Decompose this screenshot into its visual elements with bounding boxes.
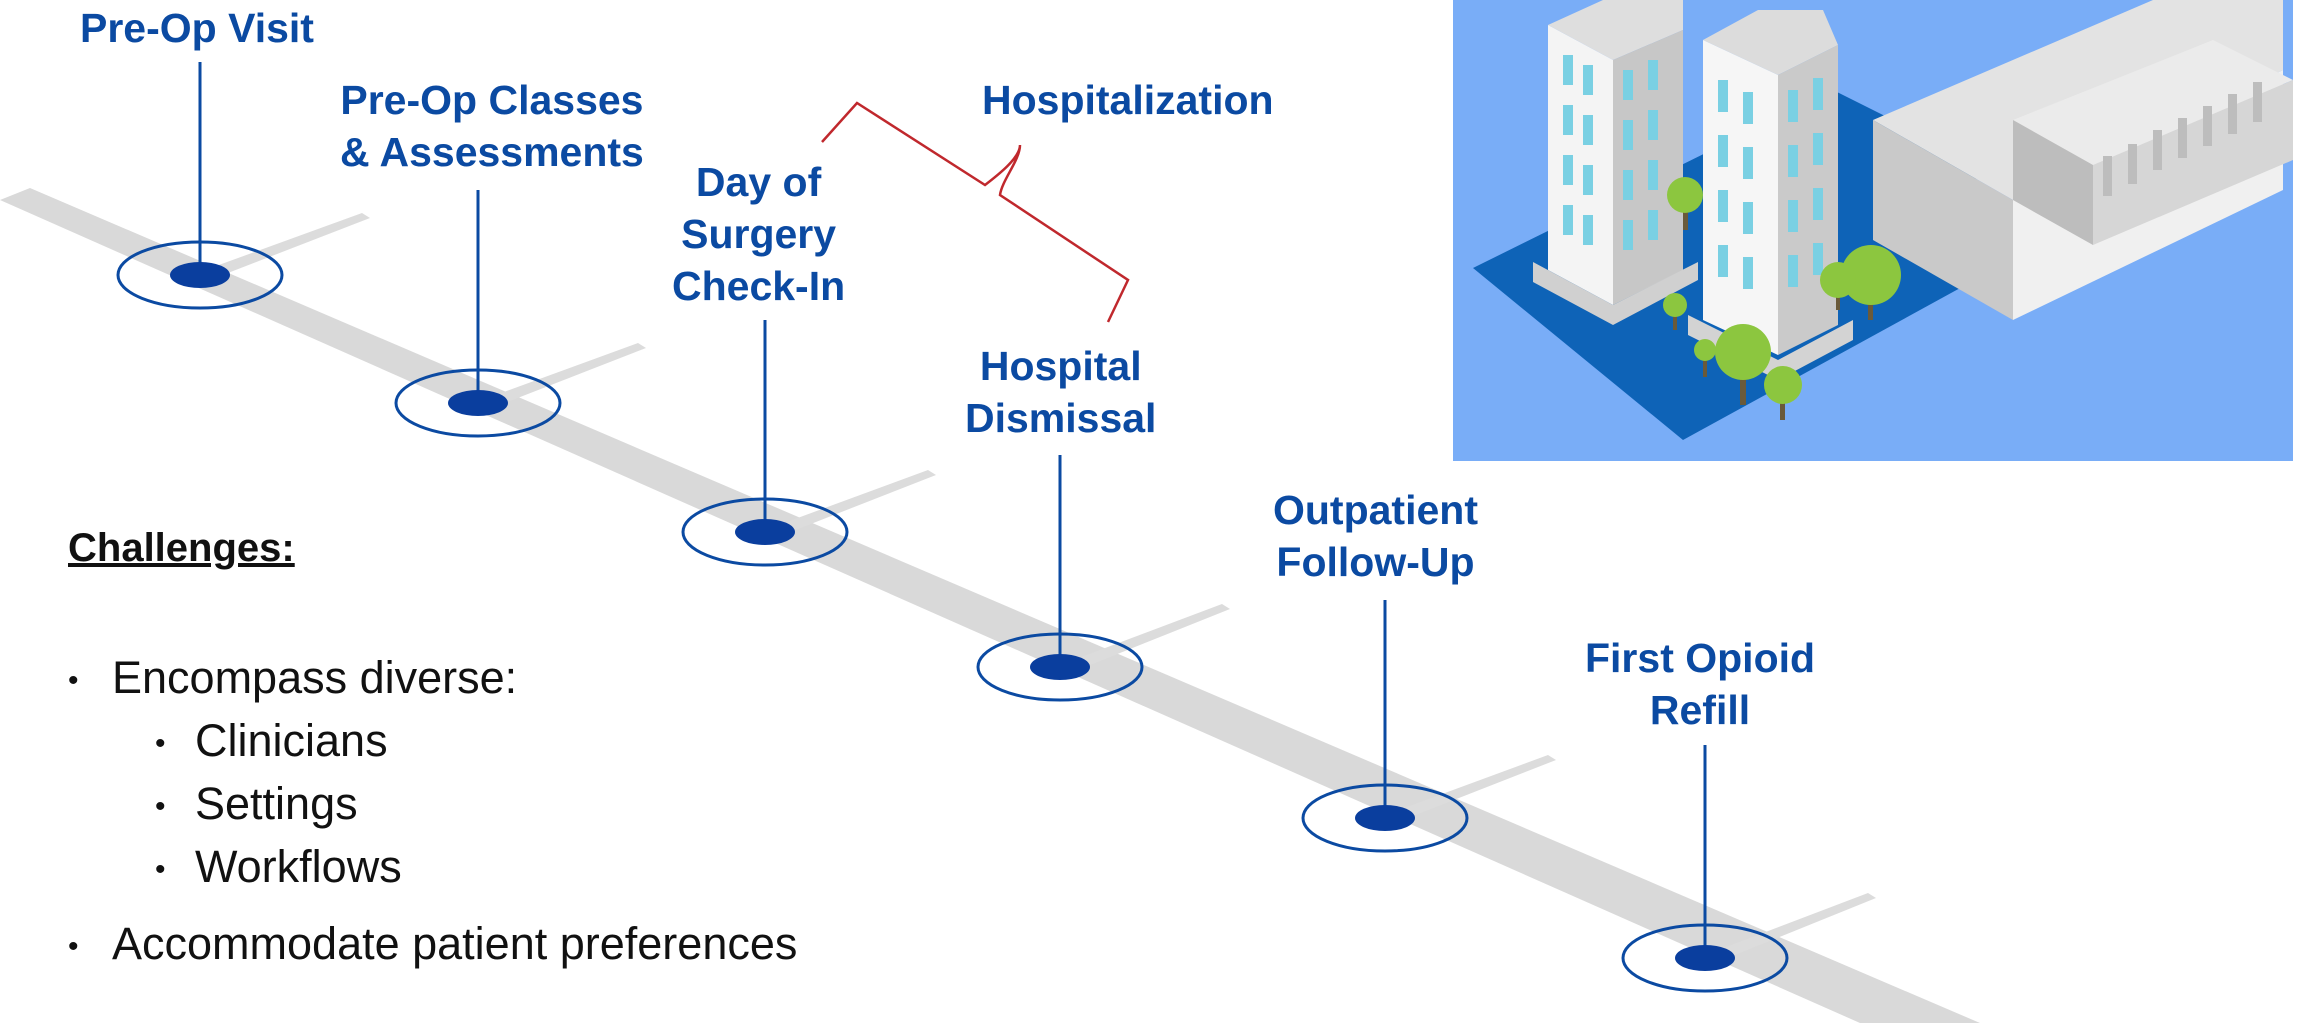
- milestone-outpatient-follow-up: Outpatient Follow-Up: [1273, 484, 1478, 588]
- milestone-marker-day-of-surgery: [681, 320, 849, 567]
- bullet-icon: •: [155, 790, 166, 824]
- milestone-pre-op-classes: Pre-Op Classes & Assessments: [340, 74, 644, 178]
- marker-dot: [735, 519, 795, 545]
- milestone-hospital-dismissal: Hospital Dismissal: [965, 340, 1156, 444]
- milestone-label-line: Check-In: [672, 263, 846, 309]
- milestone-label-line: First Opioid: [1585, 635, 1816, 681]
- bullet-icon: •: [155, 853, 166, 887]
- challenge-subitem-text: Workflows: [195, 841, 402, 892]
- challenge-subitem-text: Settings: [195, 778, 358, 829]
- hospital-buildings-illustration: [1453, 0, 2293, 461]
- milestone-label-line: Pre-Op Visit: [80, 5, 314, 51]
- marker-dot: [448, 390, 508, 416]
- challenges-heading: Challenges:: [68, 526, 295, 570]
- milestone-label-line: Refill: [1649, 687, 1751, 733]
- challenge-subitem-text: Clinicians: [195, 715, 388, 766]
- challenge-item: • Encompass diverse:: [68, 652, 517, 704]
- milestone-label-line: & Assessments: [340, 129, 644, 175]
- marker-dot: [170, 262, 230, 288]
- challenge-item: • Accommodate patient preferences: [68, 918, 797, 970]
- marker-shadows: [205, 213, 1876, 963]
- milestone-marker-hospital-dismissal: [976, 455, 1144, 702]
- hospitalization-bracket: [821, 101, 1130, 323]
- marker-dot: [1355, 805, 1415, 831]
- milestone-label-line: Pre-Op Classes: [340, 77, 644, 123]
- milestone-label-line: Hospital: [979, 343, 1142, 389]
- marker-dot: [1030, 654, 1090, 680]
- challenge-subitem: • Settings: [155, 778, 358, 830]
- milestone-label-line: Outpatient: [1273, 487, 1478, 533]
- challenge-item-text: Accommodate patient preferences: [112, 918, 798, 969]
- hospitalization-label: Hospitalization: [982, 77, 1274, 123]
- milestone-pre-op-visit: Pre-Op Visit: [80, 2, 314, 54]
- milestone-marker-pre-op-classes: [394, 190, 562, 438]
- milestone-marker-outpatient-follow-up: [1301, 600, 1469, 853]
- bullet-icon: •: [155, 727, 166, 761]
- challenge-subitem: • Clinicians: [155, 715, 388, 767]
- milestone-label-line: Surgery: [681, 211, 837, 257]
- challenge-subitem: • Workflows: [155, 841, 402, 893]
- milestone-label-line: Day of: [695, 159, 822, 205]
- milestone-marker-pre-op-visit: [116, 62, 284, 310]
- bullet-icon: •: [68, 664, 79, 698]
- challenge-item-text: Encompass diverse:: [112, 652, 518, 703]
- milestone-first-opioid-refill: First Opioid Refill: [1585, 632, 1815, 736]
- milestone-day-of-surgery: Day of Surgery Check-In: [672, 156, 845, 312]
- bullet-icon: •: [68, 930, 79, 964]
- milestone-label-line: Follow-Up: [1276, 539, 1475, 585]
- milestone-label-line: Dismissal: [965, 395, 1157, 441]
- milestone-marker-first-opioid-refill: [1621, 745, 1789, 993]
- marker-dot: [1675, 945, 1735, 971]
